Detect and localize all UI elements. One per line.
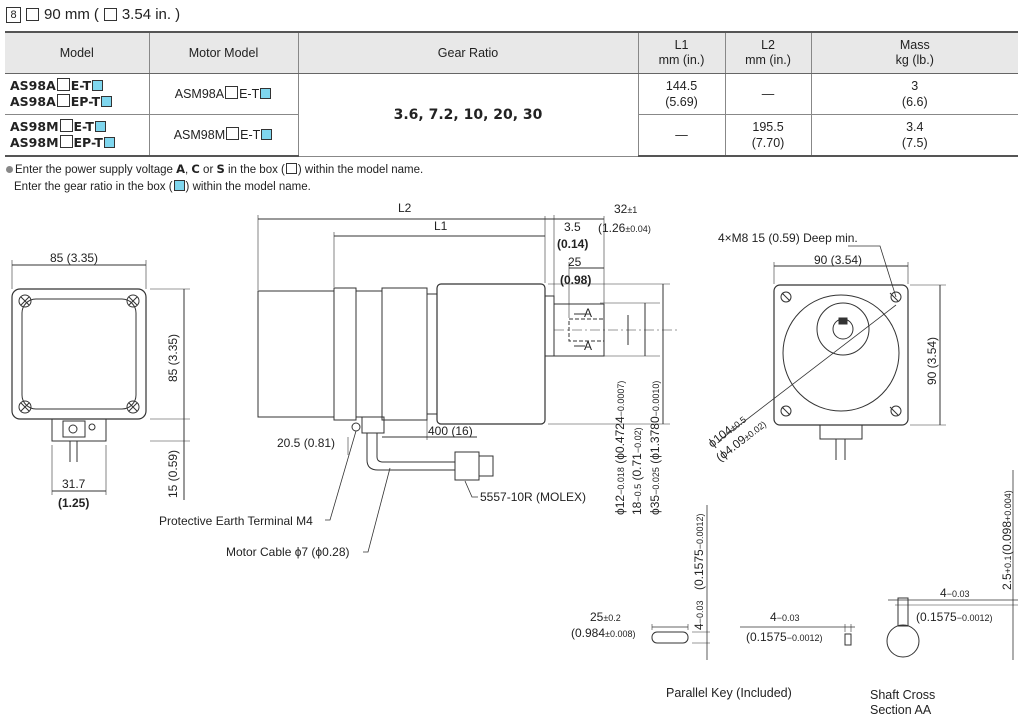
dim-m8: 4×M8 15 (0.59) Deep min.: [718, 231, 858, 245]
dim-phi12: ϕ12−0.018 (ϕ0.4724−0.0007): [613, 381, 627, 515]
dim-key-4-vertical: 4−0.03: [692, 601, 706, 630]
section-size-in: 3.54 in.: [121, 6, 172, 23]
l1-cell: —: [637, 114, 726, 157]
dim-key-25: 25±0.2: [590, 610, 621, 624]
section-mark-a-bottom: A: [584, 339, 592, 353]
gearhead-view: [719, 245, 946, 460]
section-number: 8: [6, 6, 21, 23]
section-mark-a-top: A: [584, 306, 592, 320]
dim-32-in: (1.26±0.04): [598, 221, 651, 235]
front-view: [11, 260, 190, 500]
section-size-close: ): [175, 6, 181, 23]
square-icon: [26, 8, 39, 21]
dim-35: 3.5: [564, 220, 581, 234]
dim-317: 31.7: [62, 477, 86, 491]
key-detail: [651, 470, 1018, 660]
dim-400: 400 (16): [428, 424, 473, 438]
dim-85-vertical: 85 (3.35): [166, 334, 180, 382]
dim-phi35: ϕ35−0.025 (ϕ1.3780−0.0010): [648, 381, 662, 515]
dim-key-4: 4−0.03: [770, 610, 799, 624]
mass-cell: 3.4(7.5): [810, 114, 1019, 157]
dim-15: 15 (0.59): [166, 450, 180, 498]
side-view: [257, 215, 680, 553]
note-voltage: Enter the power supply voltage A, C or S…: [6, 162, 423, 176]
dim-18: 18−0.5 (0.71−0.02): [630, 427, 644, 515]
bullet-icon: [6, 166, 13, 173]
dim-L1: L1: [434, 219, 448, 233]
label-molex: 5557-10R (MOLEX): [480, 490, 586, 504]
dim-85: 85 (3.35): [50, 251, 98, 265]
dim-shaft-25-in: (0.098+0.004): [1000, 490, 1014, 555]
dim-key-25-in: (0.984±0.008): [571, 626, 636, 640]
header-gear-ratio: Gear Ratio: [297, 31, 639, 74]
label-earth-terminal: Protective Earth Terminal M4: [159, 514, 313, 528]
dim-90-vertical: 90 (3.54): [925, 337, 939, 385]
label-motor-cable: Motor Cable ϕ7 (ϕ0.28): [226, 545, 350, 559]
dim-25-in: (0.98): [560, 273, 591, 287]
header-model: Model: [5, 31, 150, 74]
note-gear: Enter the gear ratio in the box () withi…: [14, 180, 311, 193]
square-icon: [103, 8, 117, 21]
dim-shaft-4: 4−0.03: [940, 586, 969, 600]
section-size-mm: 90 mm: [44, 6, 90, 23]
dim-key-4-in: (0.1575−0.0012): [746, 630, 822, 644]
dim-shaft-4-in: (0.1575−0.0012): [916, 610, 992, 624]
l2-cell: —: [724, 73, 812, 115]
dim-L2: L2: [398, 201, 412, 215]
dim-32: 32±1: [614, 202, 637, 216]
caption-parallel-key: Parallel Key (Included): [666, 686, 792, 700]
dim-205: 20.5 (0.81): [277, 436, 335, 450]
dim-35-in: (0.14): [557, 237, 588, 251]
dim-90: 90 (3.54): [814, 253, 862, 267]
l2-cell: 195.5(7.70): [724, 114, 812, 157]
l1-cell: 144.5(5.69): [637, 73, 726, 115]
dim-317-in: (1.25): [58, 496, 89, 510]
mass-cell: 3(6.6): [810, 73, 1019, 115]
gear-ratio-cell: 3.6, 7.2, 10, 20, 30: [297, 73, 639, 157]
dim-shaft-25: 2.5+0.1: [1000, 556, 1014, 590]
dim-key-4-vertical-in: (0.1575−0.0012): [692, 514, 706, 590]
section-size-open: (: [93, 6, 99, 23]
section-header: 8 90 mm (3.54 in.): [6, 6, 180, 23]
header-motor-model: Motor Model: [148, 31, 299, 74]
dim-25: 25: [568, 255, 582, 269]
